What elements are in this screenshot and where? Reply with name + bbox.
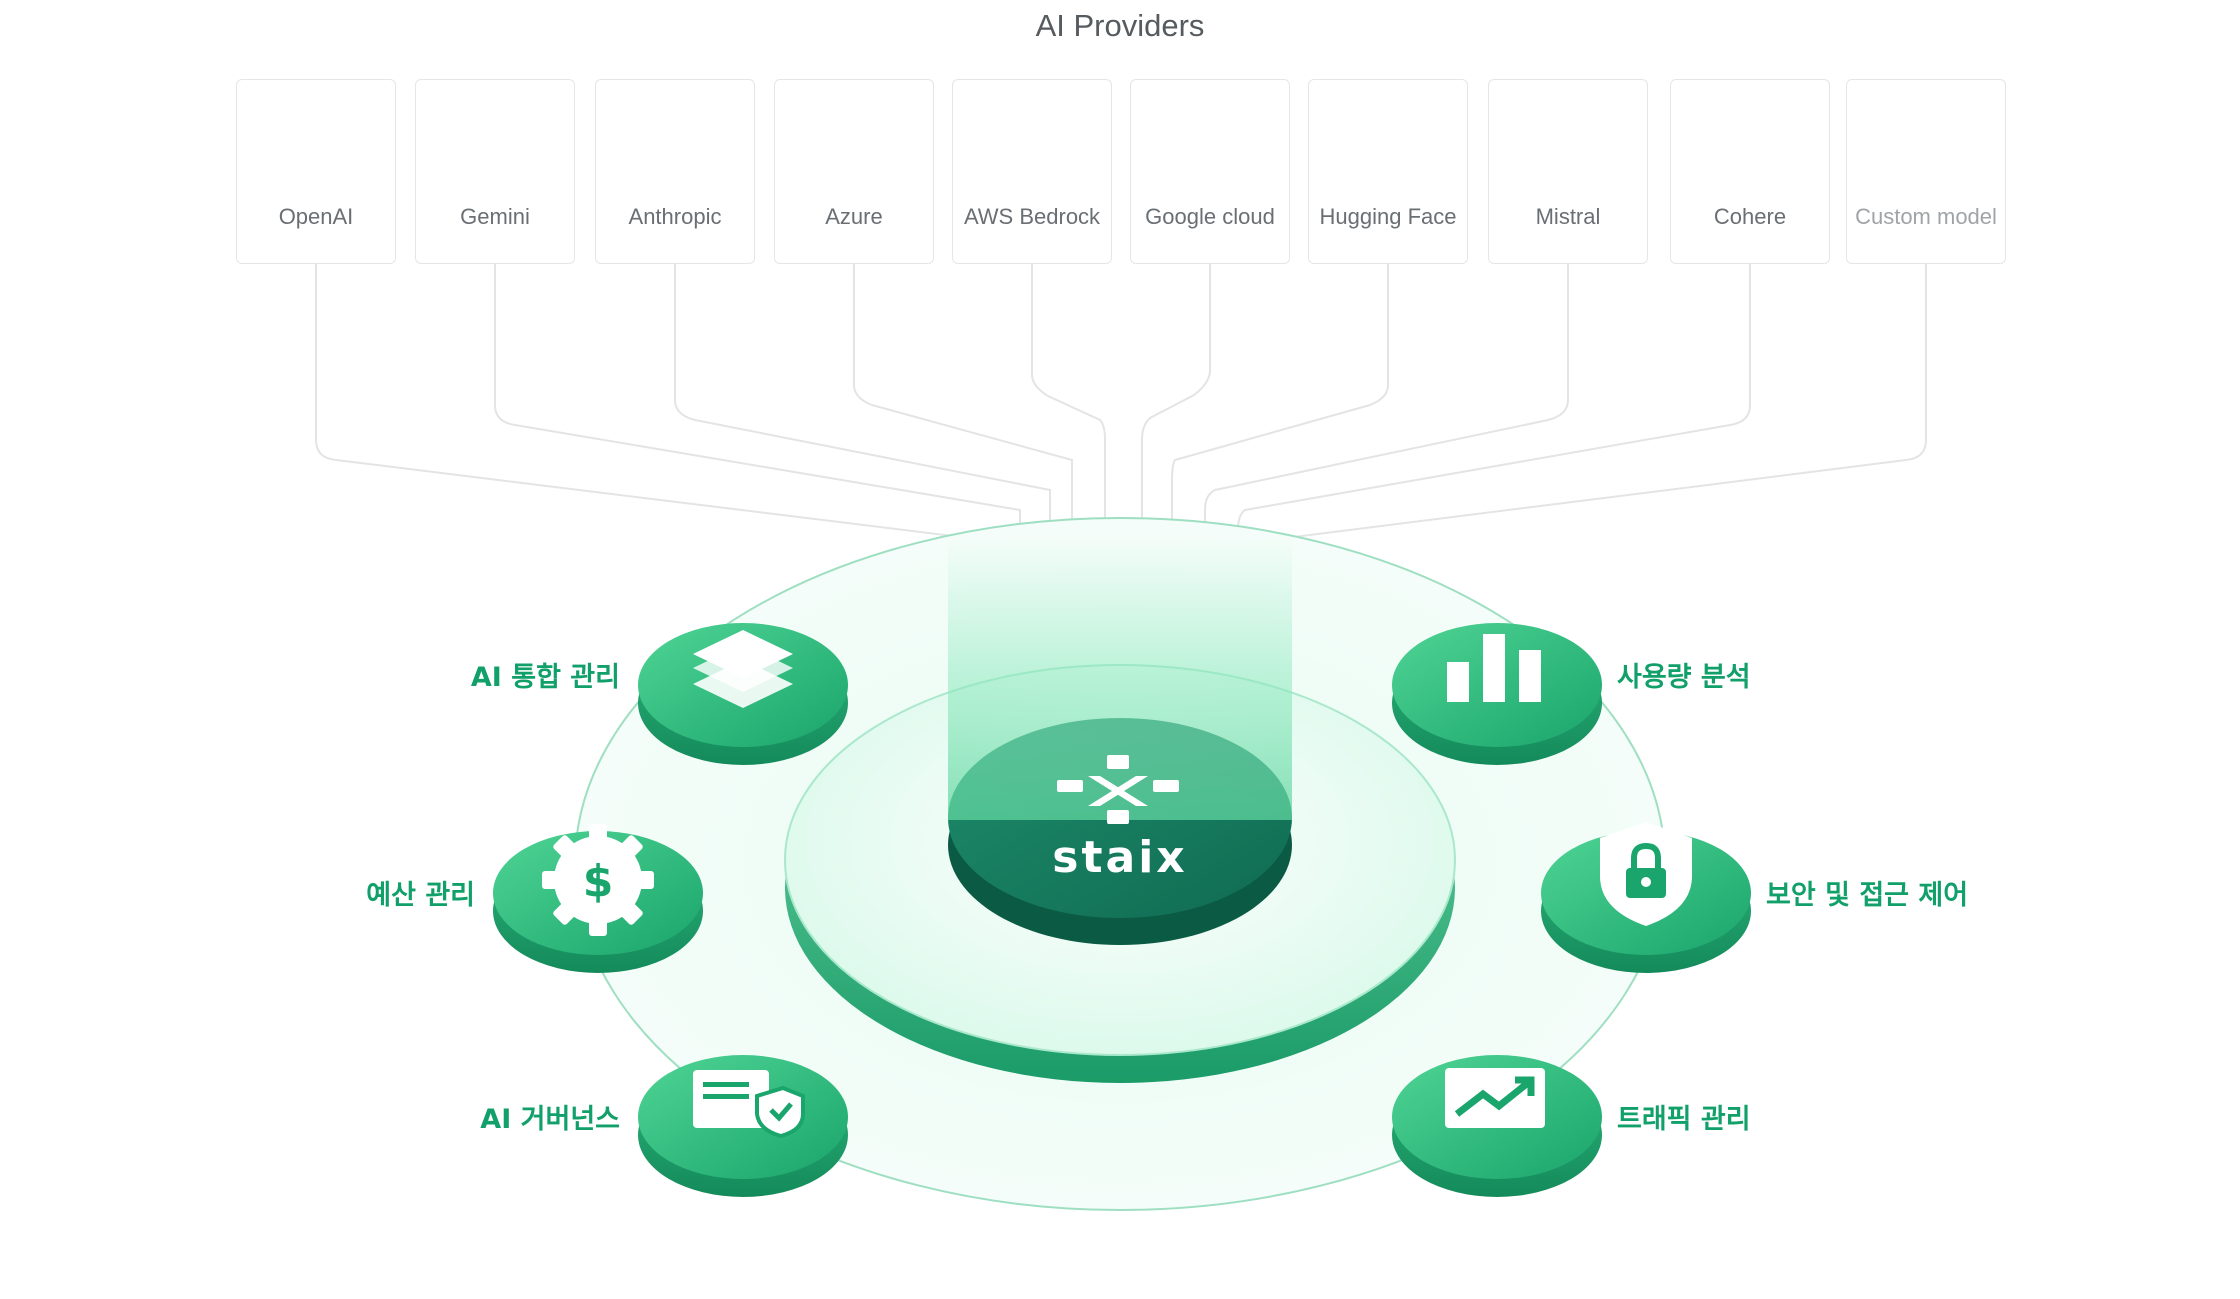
layers-icon	[693, 630, 793, 708]
feature-label-budget: 예산 관리	[366, 880, 475, 911]
provider-name: Google cloud	[1145, 204, 1275, 229]
provider-name: OpenAI	[278, 204, 354, 229]
bar-chart-icon	[1447, 634, 1541, 702]
provider-card-openai[interactable]: OpenAI	[236, 79, 396, 264]
provider-card-aws-bedrock[interactable]: AWS Bedrock	[952, 79, 1112, 264]
feature-label-traffic: 트래픽 관리	[1617, 1104, 1751, 1135]
provider-name: Hugging Face	[1319, 204, 1457, 229]
document-shield-icon	[693, 1070, 805, 1139]
feature-label-security: 보안 및 접근 제어	[1766, 880, 1969, 911]
provider-name: Gemini	[460, 204, 530, 229]
provider-card-anthropic[interactable]: Anthropic	[595, 79, 755, 264]
provider-name: Azure	[825, 204, 883, 229]
provider-card-mistral[interactable]: Mistral	[1488, 79, 1648, 264]
provider-card-gemini[interactable]: Gemini	[415, 79, 575, 264]
feature-label-ai-integration: AI 통합 관리	[470, 662, 620, 693]
section-title: AI Providers	[1035, 8, 1205, 43]
svg-text:$: $	[583, 856, 614, 907]
provider-name: AWS Bedrock	[963, 204, 1101, 229]
provider-card-hugging-face[interactable]: Hugging Face	[1308, 79, 1468, 264]
lock-shield-icon	[1600, 822, 1692, 926]
provider-name: Cohere	[1713, 204, 1787, 229]
trend-chart-icon	[1445, 1068, 1545, 1128]
staix-logo-icon	[1057, 755, 1179, 824]
light-beam	[948, 540, 1292, 820]
provider-name: Anthropic	[628, 204, 722, 229]
hub-wordmark: staix	[1052, 832, 1188, 883]
provider-card-custom-model[interactable]: Custom model	[1846, 79, 2006, 264]
provider-card-azure[interactable]: Azure	[774, 79, 934, 264]
provider-name: Custom model	[1855, 204, 1997, 229]
provider-card-cohere[interactable]: Cohere	[1670, 79, 1830, 264]
feature-label-usage-analytics: 사용량 분석	[1617, 662, 1751, 693]
feature-label-ai-governance: AI 거버넌스	[480, 1104, 620, 1135]
provider-card-google-cloud[interactable]: Google cloud	[1130, 79, 1290, 264]
provider-name: Mistral	[1535, 204, 1601, 229]
dollar-gear-icon: $	[542, 824, 654, 936]
